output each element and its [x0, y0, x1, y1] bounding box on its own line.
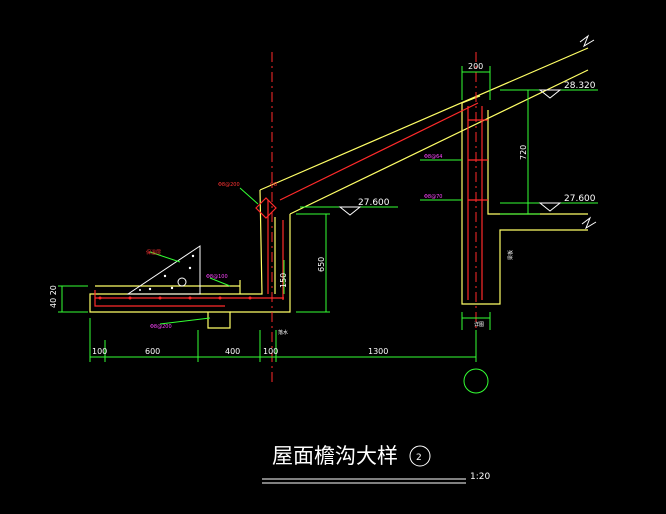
label-col-a: Φ8@64 — [424, 154, 442, 160]
dim-bottom-3: 100 — [263, 347, 278, 356]
gutter-fill — [126, 245, 201, 295]
dim-lip-height: 150 — [279, 273, 288, 288]
label-bottom-bar: Φ8@200 — [150, 324, 172, 330]
dim-bottom-4: 1300 — [368, 347, 388, 356]
title-block: 屋面檐沟大样 2 1:20 — [262, 444, 490, 484]
labels: 100 600 400 100 1300 40 20 650 150 200 7… — [49, 62, 596, 356]
level-ridge: 28.320 — [564, 81, 596, 91]
dimension-lines — [58, 66, 598, 362]
label-top-bar: Φ8@200 — [218, 182, 240, 188]
dim-upper-height: 720 — [519, 145, 528, 160]
level-beam-top: 27.600 — [358, 198, 390, 208]
label-col-b: Φ8@70 — [424, 194, 442, 200]
dim-column-width: 200 — [468, 62, 483, 71]
label-tie: Φ8 — [270, 182, 277, 188]
break-mark-top — [579, 34, 595, 48]
break-mark-right — [581, 216, 597, 230]
dim-bottom-0: 100 — [92, 347, 107, 356]
dim-left-thickness: 40 20 — [49, 285, 58, 308]
label-drain-note: 落水 — [278, 329, 288, 336]
level-markers — [338, 89, 562, 216]
dim-bottom-2: 400 — [225, 347, 240, 356]
level-gutter-top: 27.600 — [564, 194, 596, 204]
axis-bubble — [463, 368, 489, 394]
drawing-title: 屋面檐沟大样 — [272, 444, 398, 468]
label-col-note: 详图 — [474, 321, 484, 328]
dim-gutter-height: 650 — [317, 257, 326, 272]
label-slab-bar: Φ8@100 — [206, 274, 228, 280]
detail-number: 2 — [416, 453, 422, 463]
drawing-scale: 1:20 — [470, 472, 490, 482]
dim-bottom-1: 600 — [145, 347, 160, 356]
label-beam-note: 梁板 — [507, 250, 514, 260]
label-fill-note: 保温层 — [146, 249, 161, 256]
concrete-outline — [89, 47, 589, 329]
rebar-lines — [94, 102, 488, 307]
